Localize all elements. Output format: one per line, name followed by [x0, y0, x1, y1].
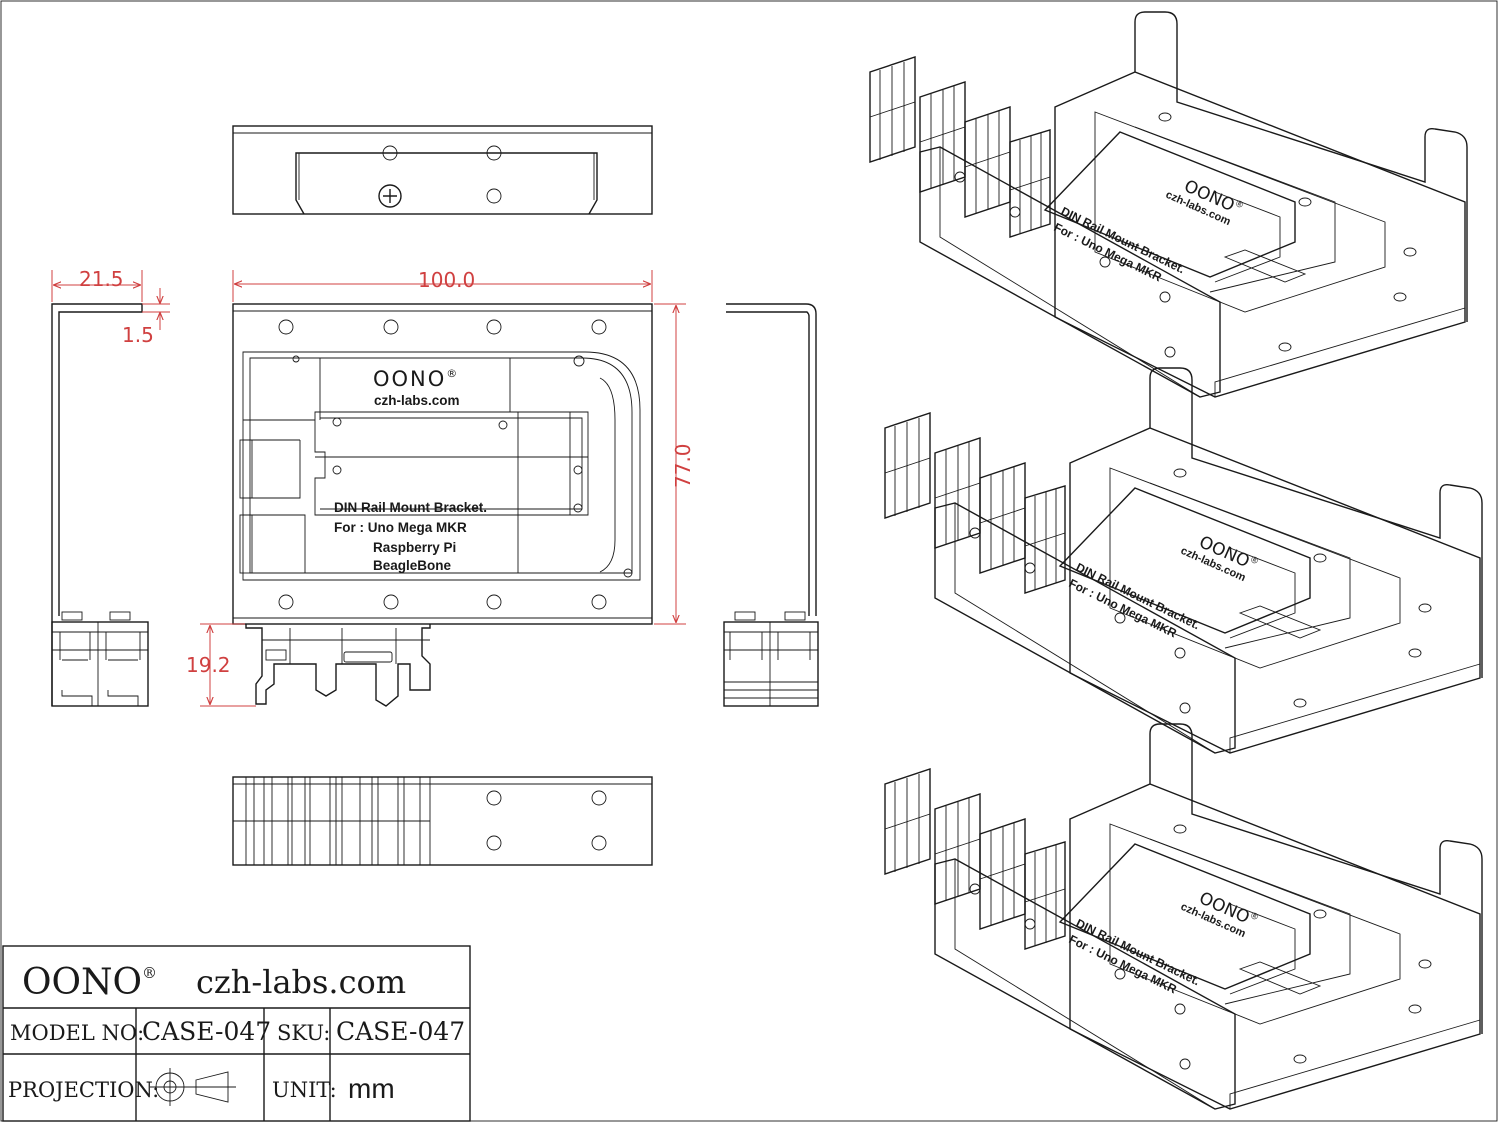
screw-icon — [378, 184, 402, 208]
title-brand: OONO — [22, 962, 142, 1003]
plate-line-4: BeagleBone — [373, 558, 452, 573]
plate-reg-mark: ® — [446, 367, 459, 380]
iso-view-2: OONO® czh-labs.com DIN Rail Mount Bracke… — [884, 367, 1483, 754]
dim-length: 100.0 — [418, 268, 475, 292]
title-site: czh-labs.com — [196, 963, 406, 1001]
title-block: OONO® czh-labs.com MODEL NO: CASE-047 SK… — [2, 945, 471, 1122]
right-side-view — [723, 303, 819, 707]
unit-label: UNIT: — [272, 1078, 337, 1102]
iso-1-reg: ® — [1233, 199, 1245, 212]
iso-2-reg: ® — [1248, 555, 1260, 568]
svg-text:OONO®: OONO® — [22, 962, 157, 1003]
dimension-annotations: 21.5 1.5 100.0 77.0 19.2 — [51, 267, 695, 707]
third-angle-projection-icon — [150, 1068, 236, 1106]
model-no-value: CASE-047 — [142, 1017, 271, 1046]
left-side-view — [51, 303, 149, 707]
iso-view-3: OONO® czh-labs.com DIN Rail Mount Bracke… — [884, 723, 1483, 1110]
plate-line-3: Raspberry Pi — [373, 540, 456, 555]
model-no-label: MODEL NO: — [10, 1021, 144, 1045]
sku-label: SKU: — [277, 1021, 330, 1045]
plate-line-1: DIN Rail Mount Bracket. — [334, 500, 487, 515]
dim-flange-width: 21.5 — [79, 267, 124, 291]
dim-thickness: 1.5 — [122, 323, 154, 347]
unit-value: mm — [348, 1073, 395, 1104]
dim-rail-depth: 19.2 — [186, 653, 231, 677]
front-view — [232, 303, 653, 707]
dim-height: 77.0 — [671, 443, 695, 488]
plate-site: czh-labs.com — [374, 393, 460, 408]
iso-3-reg: ® — [1248, 911, 1260, 924]
top-view — [232, 125, 653, 215]
iso-view-1: OONO® czh-labs.com DIN Rail Mount Bracke… — [869, 11, 1468, 398]
plate-brand: OONO — [373, 367, 446, 391]
title-reg-mark: ® — [142, 964, 157, 982]
plate-label: OONO® czh-labs.com DIN Rail Mount Bracke… — [334, 367, 487, 573]
projection-label: PROJECTION: — [8, 1078, 159, 1102]
svg-text:OONO®: OONO® — [373, 367, 459, 391]
sku-value: CASE-047 — [336, 1017, 465, 1046]
plate-line-2: For : Uno Mega MKR — [334, 520, 467, 535]
bottom-view — [232, 776, 653, 866]
